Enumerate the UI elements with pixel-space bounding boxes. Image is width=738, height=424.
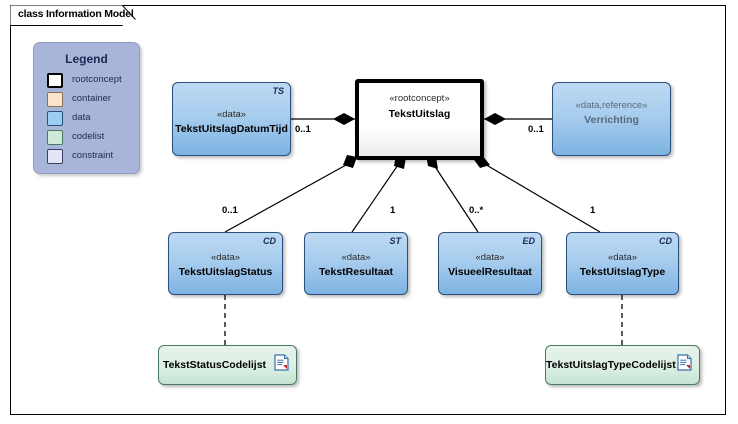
legend-label-constraint: constraint bbox=[72, 150, 114, 161]
frame-tab-shape bbox=[10, 5, 136, 27]
legend-swatch-constraint bbox=[47, 149, 63, 164]
class-tag-tekstuitslagstatus: CD bbox=[263, 236, 276, 246]
class-name-verrichting: Verrichting bbox=[584, 114, 639, 126]
frame-title-label: class Information Model bbox=[18, 8, 134, 20]
class-stereotype-tekstuitslagtype: «data» bbox=[607, 252, 638, 263]
class-name-tekstuitslagdatumtijd: TekstUitslagDatumTijd bbox=[175, 123, 288, 135]
class-stereotype-tekstresultaat: «data» bbox=[341, 252, 371, 263]
class-box-tekstuitslagdatumtijd[interactable]: TS «data» TekstUitslagDatumTijd bbox=[172, 82, 291, 156]
legend-panel: Legend rootconcept container data codeli… bbox=[33, 42, 140, 174]
class-name-tekstuitslagtypecodelijst: TekstUitslagTypeCodelijst bbox=[546, 359, 676, 371]
class-tag-tekstuitslagtype: CD bbox=[659, 236, 672, 246]
document-icon bbox=[274, 354, 289, 376]
legend-swatch-codelist bbox=[47, 130, 63, 145]
class-stereotype-visueelresultaat: «data» bbox=[475, 252, 505, 263]
class-stereotype-tekstuitslagstatus: «data» bbox=[210, 252, 241, 263]
class-stereotype-verrichting: «data,reference» bbox=[575, 100, 648, 111]
class-tag-tekstresultaat: ST bbox=[389, 236, 401, 246]
class-box-tekstuitslagtype[interactable]: CD «data» TekstUitslagType bbox=[566, 232, 679, 295]
class-box-tekstuitslagstatus[interactable]: CD «data» TekstUitslagStatus bbox=[168, 232, 283, 295]
document-icon bbox=[677, 354, 692, 376]
multiplicity-visueelresultaat: 0..* bbox=[469, 205, 484, 216]
class-name-tekststatuscodelijst: TekstStatusCodelijst bbox=[162, 359, 267, 371]
class-box-tekstresultaat[interactable]: ST «data» TekstResultaat bbox=[304, 232, 408, 295]
multiplicity-tekstuitslagtype: 1 bbox=[590, 205, 596, 216]
legend-label-data: data bbox=[72, 112, 91, 123]
class-name-tekstuitslagtype: TekstUitslagType bbox=[579, 266, 666, 278]
multiplicity-tekstresultaat: 1 bbox=[390, 205, 396, 216]
multiplicity-tekstuitslagstatus: 0..1 bbox=[222, 205, 238, 216]
legend-swatch-container bbox=[47, 92, 63, 107]
class-name-tekstresultaat: TekstResultaat bbox=[319, 266, 393, 278]
class-box-verrichting[interactable]: «data,reference» Verrichting bbox=[552, 82, 671, 156]
legend-label-container: container bbox=[72, 93, 112, 104]
class-stereotype-tekstuitslag: «rootconcept» bbox=[389, 93, 450, 104]
multiplicity-verrichting: 0..1 bbox=[528, 124, 544, 135]
class-box-tekstuitslag[interactable]: «rootconcept» TekstUitslag bbox=[355, 79, 484, 160]
class-tag-visueelresultaat: ED bbox=[522, 236, 535, 246]
legend-swatch-rootconcept bbox=[47, 73, 63, 88]
class-tag-tekstuitslagdatumtijd: TS bbox=[272, 86, 284, 96]
legend-label-rootconcept: rootconcept bbox=[72, 74, 122, 85]
class-box-tekststatuscodelijst[interactable]: TekstStatusCodelijst bbox=[158, 345, 297, 385]
class-box-tekstuitslagtypecodelijst[interactable]: TekstUitslagTypeCodelijst bbox=[545, 345, 700, 385]
legend-title: Legend bbox=[65, 52, 108, 66]
class-box-visueelresultaat[interactable]: ED «data» VisueelResultaat bbox=[438, 232, 542, 295]
class-name-tekstuitslagstatus: TekstUitslagStatus bbox=[178, 266, 273, 278]
class-stereotype-tekstuitslagdatumtijd: «data» bbox=[216, 109, 247, 120]
legend-swatch-data bbox=[47, 111, 63, 126]
class-name-tekstuitslag: TekstUitslag bbox=[388, 108, 451, 120]
class-name-visueelresultaat: VisueelResultaat bbox=[448, 266, 532, 278]
multiplicity-tekstuitslagdatumtijd: 0..1 bbox=[295, 124, 311, 135]
legend-label-codelist: codelist bbox=[72, 131, 105, 142]
